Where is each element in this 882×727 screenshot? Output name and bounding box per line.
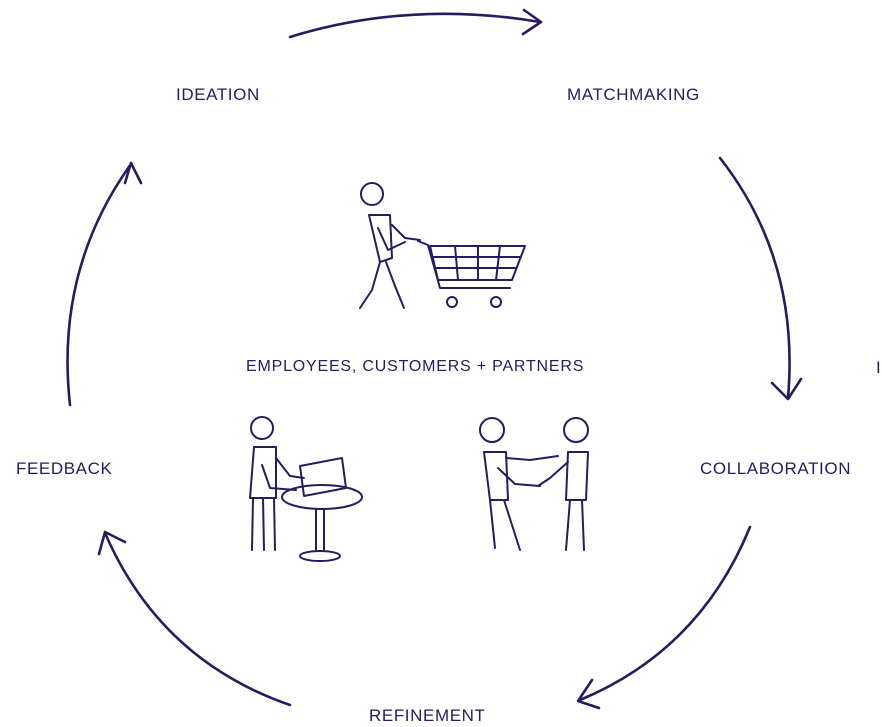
stray-mark: I [876,358,882,377]
step-ideation-label: IDEATION [176,85,260,104]
laptop-person-icon [249,416,363,562]
arrow-ideation-to-matchmaking-icon [288,8,543,39]
handshake-people-icon [479,417,589,551]
center-label: EMPLOYEES, CUSTOMERS + PARTNERS [246,358,585,375]
arrow-refinement-to-feedback-icon [97,530,292,707]
arrow-feedback-to-ideation-icon [66,161,143,407]
step-feedback-label: FEEDBACK [16,459,113,478]
arrow-collaboration-to-refinement-icon [576,525,752,710]
arrow-matchmaking-to-collaboration-icon [718,156,803,401]
step-refinement-label: REFINEMENT [369,706,486,725]
step-collaboration-label: COLLABORATION [700,459,852,478]
shopping-cart-person-icon [359,182,526,309]
step-matchmaking-label: MATCHMAKING [567,85,700,104]
